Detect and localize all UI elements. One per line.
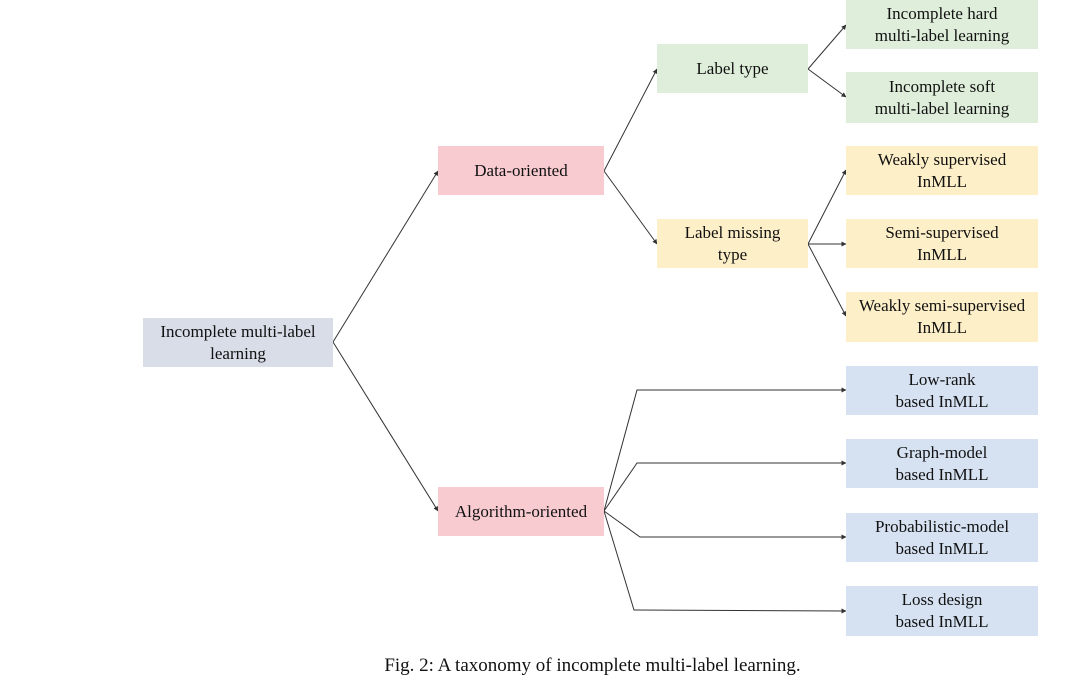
edge-algorithm-to-graph-model — [603, 460, 847, 512]
edge-data-to-label-missing — [603, 170, 658, 245]
semi-supervised-node: Semi-supervised InMLL — [846, 219, 1038, 268]
edge-root-to-data-oriented — [332, 170, 439, 343]
label-missing-type-node: Label missing type — [657, 219, 808, 268]
edge-algorithm-to-loss-design — [603, 510, 847, 614]
loss-design-node: Loss design based InMLL — [846, 586, 1038, 636]
edge-missing-to-weakly-semi — [807, 243, 847, 317]
hard-multi-label-node: Incomplete hard multi-label learning — [846, 0, 1038, 49]
edge-data-to-label-type — [603, 68, 658, 172]
figure-caption: Fig. 2: A taxonomy of incomplete multi-l… — [384, 655, 801, 676]
weakly-semi-supervised-node: Weakly semi-supervised InMLL — [846, 292, 1038, 342]
label-type-node: Label type — [657, 44, 808, 93]
edge-label-type-to-hard — [807, 24, 847, 70]
edge-root-to-algorithm-oriented — [332, 341, 439, 512]
weakly-supervised-node: Weakly supervised InMLL — [846, 146, 1038, 195]
edge-label-type-to-soft — [807, 68, 847, 98]
root-node: Incomplete multi-label learning — [143, 318, 333, 367]
edge-algorithm-to-low-rank — [603, 387, 847, 512]
algorithm-oriented-node: Algorithm-oriented — [438, 487, 604, 536]
data-oriented-node: Data-oriented — [438, 146, 604, 195]
graph-model-node: Graph-model based InMLL — [846, 439, 1038, 488]
low-rank-node: Low-rank based InMLL — [846, 366, 1038, 415]
edge-algorithm-to-probabilistic — [603, 510, 847, 540]
edge-missing-to-weakly — [807, 169, 847, 245]
soft-multi-label-node: Incomplete soft multi-label learning — [846, 72, 1038, 123]
probabilistic-model-node: Probabilistic-model based InMLL — [846, 513, 1038, 562]
